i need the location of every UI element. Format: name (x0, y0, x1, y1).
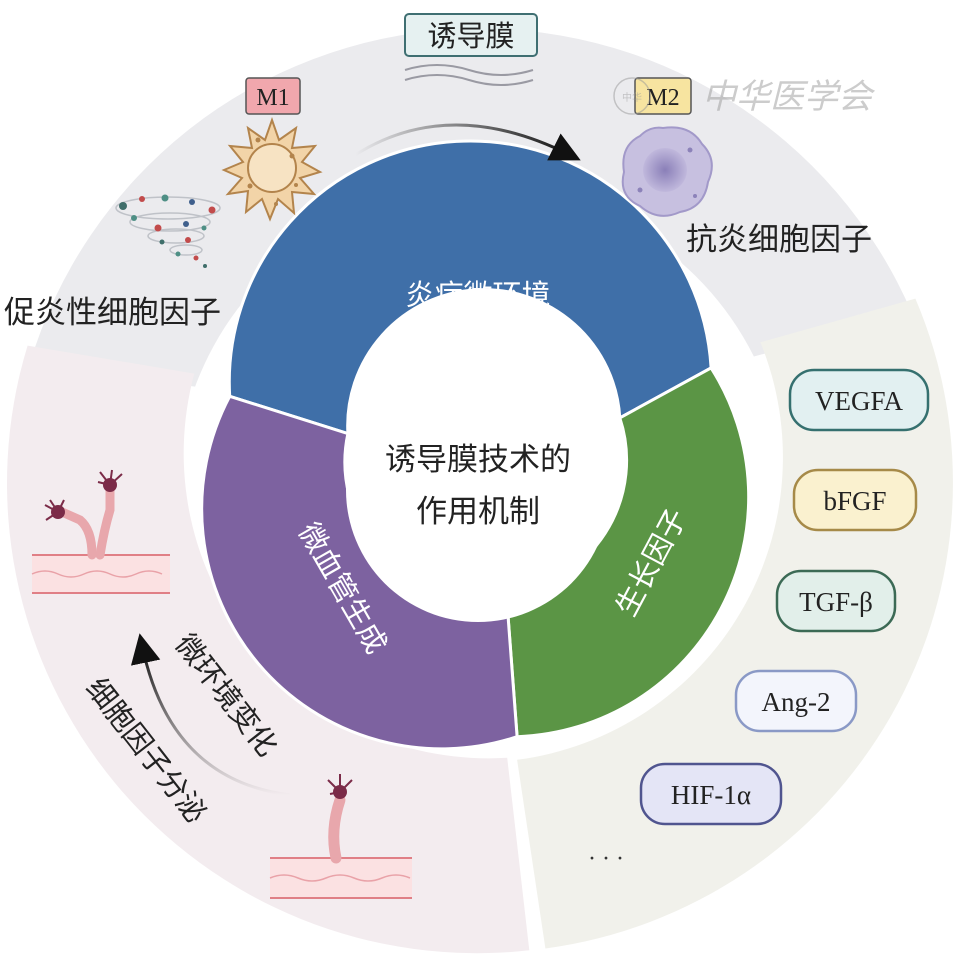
membrane-tag-label: 诱导膜 (427, 19, 514, 53)
m2-tag-label: M2 (646, 85, 679, 111)
m2-tag-box (634, 77, 692, 115)
center-title-line1: 诱导膜技术的 (385, 442, 571, 478)
anti-inflammatory-label: 抗炎细胞因子 (686, 222, 872, 258)
factor-pill-vegfa (788, 368, 930, 432)
factor-label-hif1a: HIF-1α (671, 780, 751, 810)
ring-label-inflammation: 炎症微环境 (405, 278, 550, 312)
outer-section-angiogenesis (7, 345, 530, 954)
membrane-wave-icon (404, 64, 534, 86)
polarization-arrow (354, 123, 581, 161)
factor-label-tgf-beta: TGF-β (799, 587, 873, 617)
factor-label-bfgf: bFGF (823, 486, 886, 516)
factor-label-vegfa: VEGFA (815, 386, 904, 416)
cytokine-vortex-icon (115, 194, 221, 268)
watermark-text: 中华医学会 (702, 77, 876, 117)
center-title-line2: 作用机制 (416, 494, 540, 530)
vessel-sprouting-icon-lower (269, 774, 412, 899)
factor-label-ang2: Ang-2 (762, 687, 831, 717)
center-circle (346, 358, 610, 622)
more-factors-ellipsis: · · · (588, 846, 624, 872)
watermark: 中华 中华医学会 (613, 77, 876, 117)
ring-segment-growth-factors[interactable] (504, 365, 751, 739)
watermark-seal-icon (613, 77, 651, 115)
membrane-tag-box (404, 13, 538, 57)
m1-tag-box (245, 77, 301, 115)
vessel-sprouting-icon-upper (31, 469, 170, 594)
outer-section-inflammation (29, 28, 913, 387)
factor-pill-bfgf (792, 468, 918, 532)
secretion-arrow (130, 633, 291, 797)
watermark-seal-text: 中华 (622, 91, 642, 104)
m1-tag-label: M1 (256, 85, 289, 111)
factor-pill-hif1a (639, 762, 783, 826)
ring-segment-inflammation[interactable] (227, 139, 713, 436)
factor-pill-ang2 (734, 669, 858, 733)
m1-macrophage-icon (221, 116, 323, 222)
pro-inflammatory-label: 促炎性细胞因子 (4, 295, 221, 331)
factor-pill-tgf-beta (775, 569, 897, 633)
m2-macrophage-icon (621, 126, 713, 217)
outer-section-growth-factors (517, 298, 953, 949)
